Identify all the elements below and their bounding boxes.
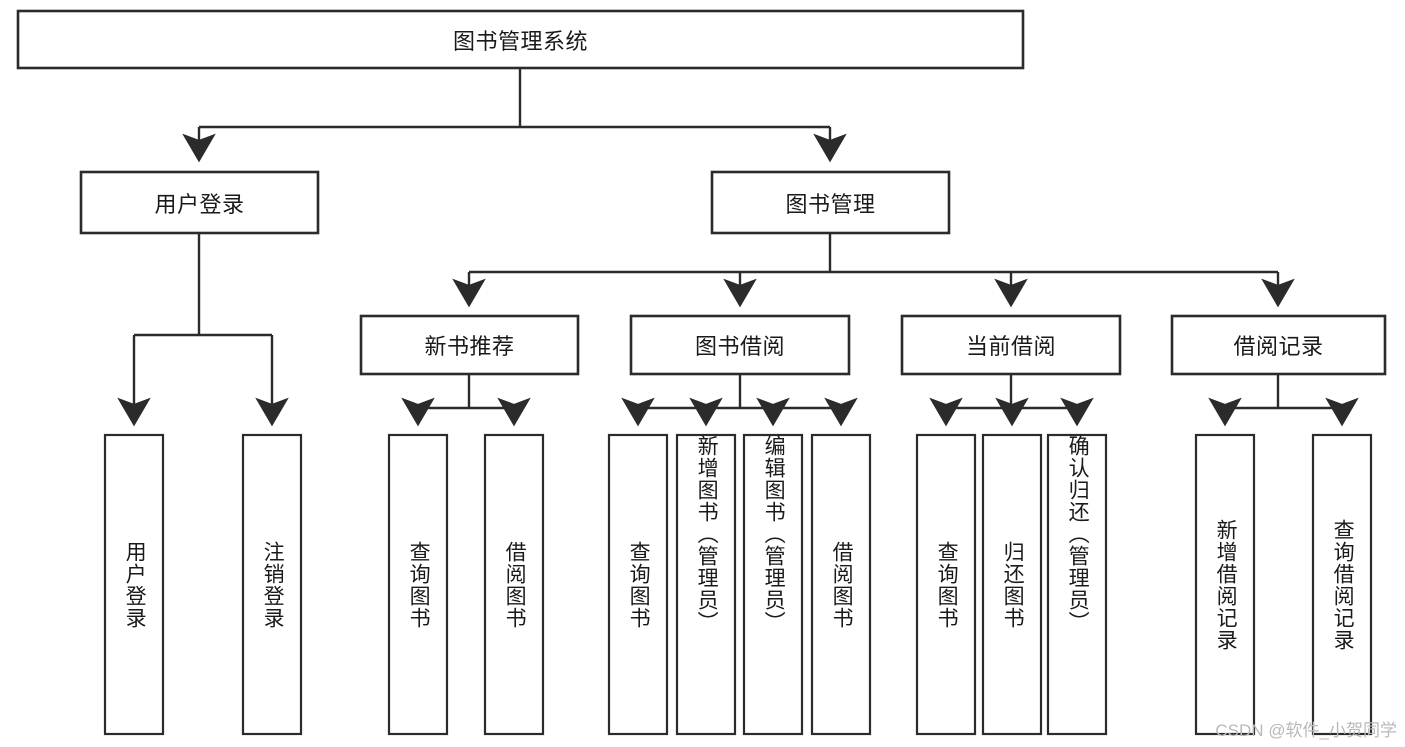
node-leaf-logout-login-box[interactable] [241,433,303,736]
node-leaf-borrow-book-2-box[interactable] [810,433,872,736]
node-leaf-return-book-box[interactable] [981,433,1043,736]
node-book-borrow-box[interactable] [629,314,851,376]
node-leaf-add-book-box[interactable] [675,433,737,736]
node-leaf-query-book-1-box[interactable] [387,433,449,736]
node-leaf-add-record-box[interactable] [1194,433,1256,736]
node-borrow-record-box[interactable] [1170,314,1387,376]
node-leaf-edit-book-box[interactable] [742,433,804,736]
node-leaf-user-login-box[interactable] [103,433,165,736]
connector-layer [117,68,1359,427]
node-layer [16,9,1387,736]
node-leaf-query-book-2-box[interactable] [607,433,669,736]
node-leaf-borrow-book-1-box[interactable] [483,433,545,736]
node-leaf-query-record-box[interactable] [1311,433,1373,736]
node-new-book-recommend-box[interactable] [359,314,580,376]
node-user-login-box[interactable] [79,170,320,235]
node-book-manage-box[interactable] [710,170,951,235]
node-current-borrow-box[interactable] [900,314,1122,376]
node-leaf-query-book-3-box[interactable] [915,433,977,736]
node-leaf-confirm-return-box[interactable] [1046,433,1108,736]
node-root-box[interactable] [16,9,1025,70]
